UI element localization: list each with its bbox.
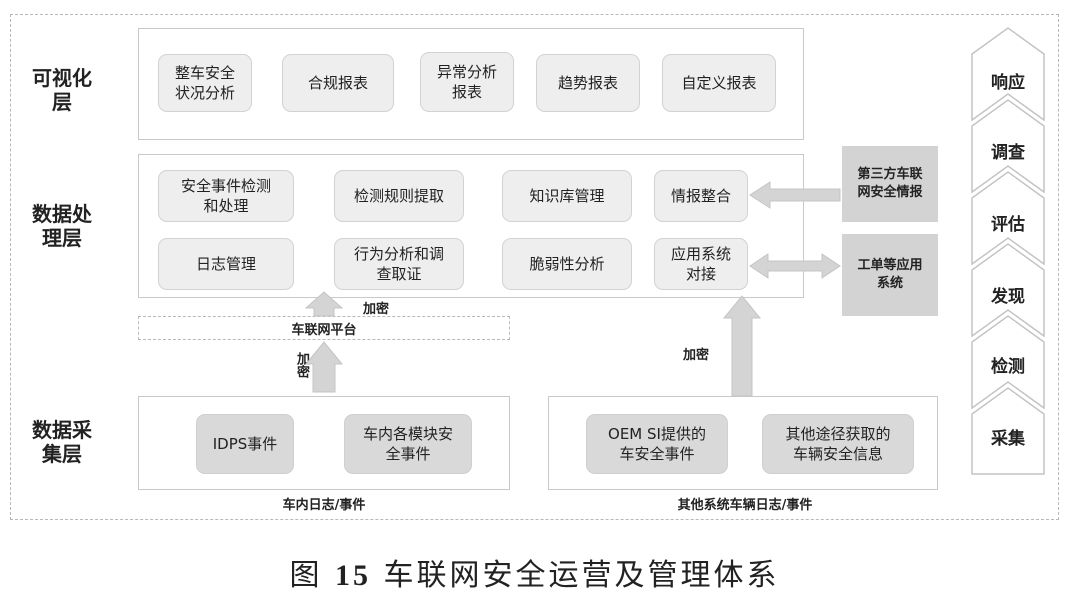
proc-item-knowledge-base[interactable]: 知识库管理 (502, 170, 632, 222)
layer-label-collection: 数据采 集层 (32, 418, 92, 466)
left-arrow-threat-intel (749, 181, 841, 209)
stage-label-collect: 采集 (991, 429, 1025, 449)
collection-right-footer: 其他系统车辆日志/事件 (677, 498, 813, 513)
caption-number: 15 (335, 559, 371, 592)
vis-item-anomaly-report[interactable]: 异常分析 报表 (420, 52, 514, 112)
collect-item-idps[interactable]: IDPS事件 (196, 414, 294, 474)
collect-item-other-sources[interactable]: 其他途径获取的 车辆安全信息 (762, 414, 914, 474)
stage-label-detect: 检测 (991, 357, 1025, 377)
collection-left-footer: 车内日志/事件 (282, 498, 366, 513)
proc-item-behavior-analysis[interactable]: 行为分析和调 查取证 (334, 238, 464, 290)
proc-item-intel-integration[interactable]: 情报整合 (654, 170, 748, 222)
stage-chevron-stack (971, 27, 1045, 475)
layer-label-processing: 数据处 理层 (32, 202, 92, 250)
stage-chevron-1 (971, 27, 1045, 122)
stage-chevron-6 (971, 387, 1045, 475)
vis-item-trend-report[interactable]: 趋势报表 (536, 54, 640, 112)
stage-chevron-4 (971, 243, 1045, 338)
external-ticket-apps[interactable]: 工单等应用 系统 (842, 234, 938, 316)
figure-caption: 图 15 车联网安全运营及管理体系 (0, 550, 1069, 594)
vis-item-compliance-report[interactable]: 合规报表 (282, 54, 394, 112)
outer-frame (10, 14, 1059, 520)
caption-text: 车联网安全运营及管理体系 (383, 558, 780, 593)
collect-item-oem-events[interactable]: OEM SI提供的 车安全事件 (586, 414, 728, 474)
collect-item-module-events[interactable]: 车内各模块安 全事件 (344, 414, 472, 474)
stage-label-assess: 评估 (991, 215, 1025, 235)
stage-label-discover: 发现 (991, 287, 1025, 307)
encrypt-label-vertical: 加密 (294, 352, 309, 378)
up-arrow-right-collection (722, 295, 762, 397)
double-arrow-app-integration (749, 253, 841, 279)
encrypt-label-right: 加密 (682, 348, 709, 363)
stage-label-investigate: 调查 (991, 143, 1025, 163)
proc-item-log-management[interactable]: 日志管理 (158, 238, 294, 290)
caption-prefix: 图 (289, 558, 323, 593)
external-threat-intel[interactable]: 第三方车联 网安全情报 (842, 146, 938, 222)
proc-item-event-detection[interactable]: 安全事件检测 和处理 (158, 170, 294, 222)
proc-item-rule-extraction[interactable]: 检测规则提取 (334, 170, 464, 222)
proc-item-app-integration[interactable]: 应用系统 对接 (654, 238, 748, 290)
vis-item-vehicle-safety[interactable]: 整车安全 状况分析 (158, 54, 252, 112)
vis-item-custom-report[interactable]: 自定义报表 (662, 54, 776, 112)
stage-chevron-3 (971, 171, 1045, 266)
up-arrow-collection-to-platform (304, 341, 344, 393)
up-arrow-platform-to-processing (304, 291, 344, 317)
encrypt-label-top: 加密 (362, 302, 389, 317)
layer-label-visualization: 可视化 层 (32, 66, 92, 114)
stage-label-respond: 响应 (991, 73, 1025, 93)
stage-chevron-2 (971, 99, 1045, 194)
proc-item-vulnerability[interactable]: 脆弱性分析 (502, 238, 632, 290)
stage-chevron-5 (971, 315, 1045, 410)
